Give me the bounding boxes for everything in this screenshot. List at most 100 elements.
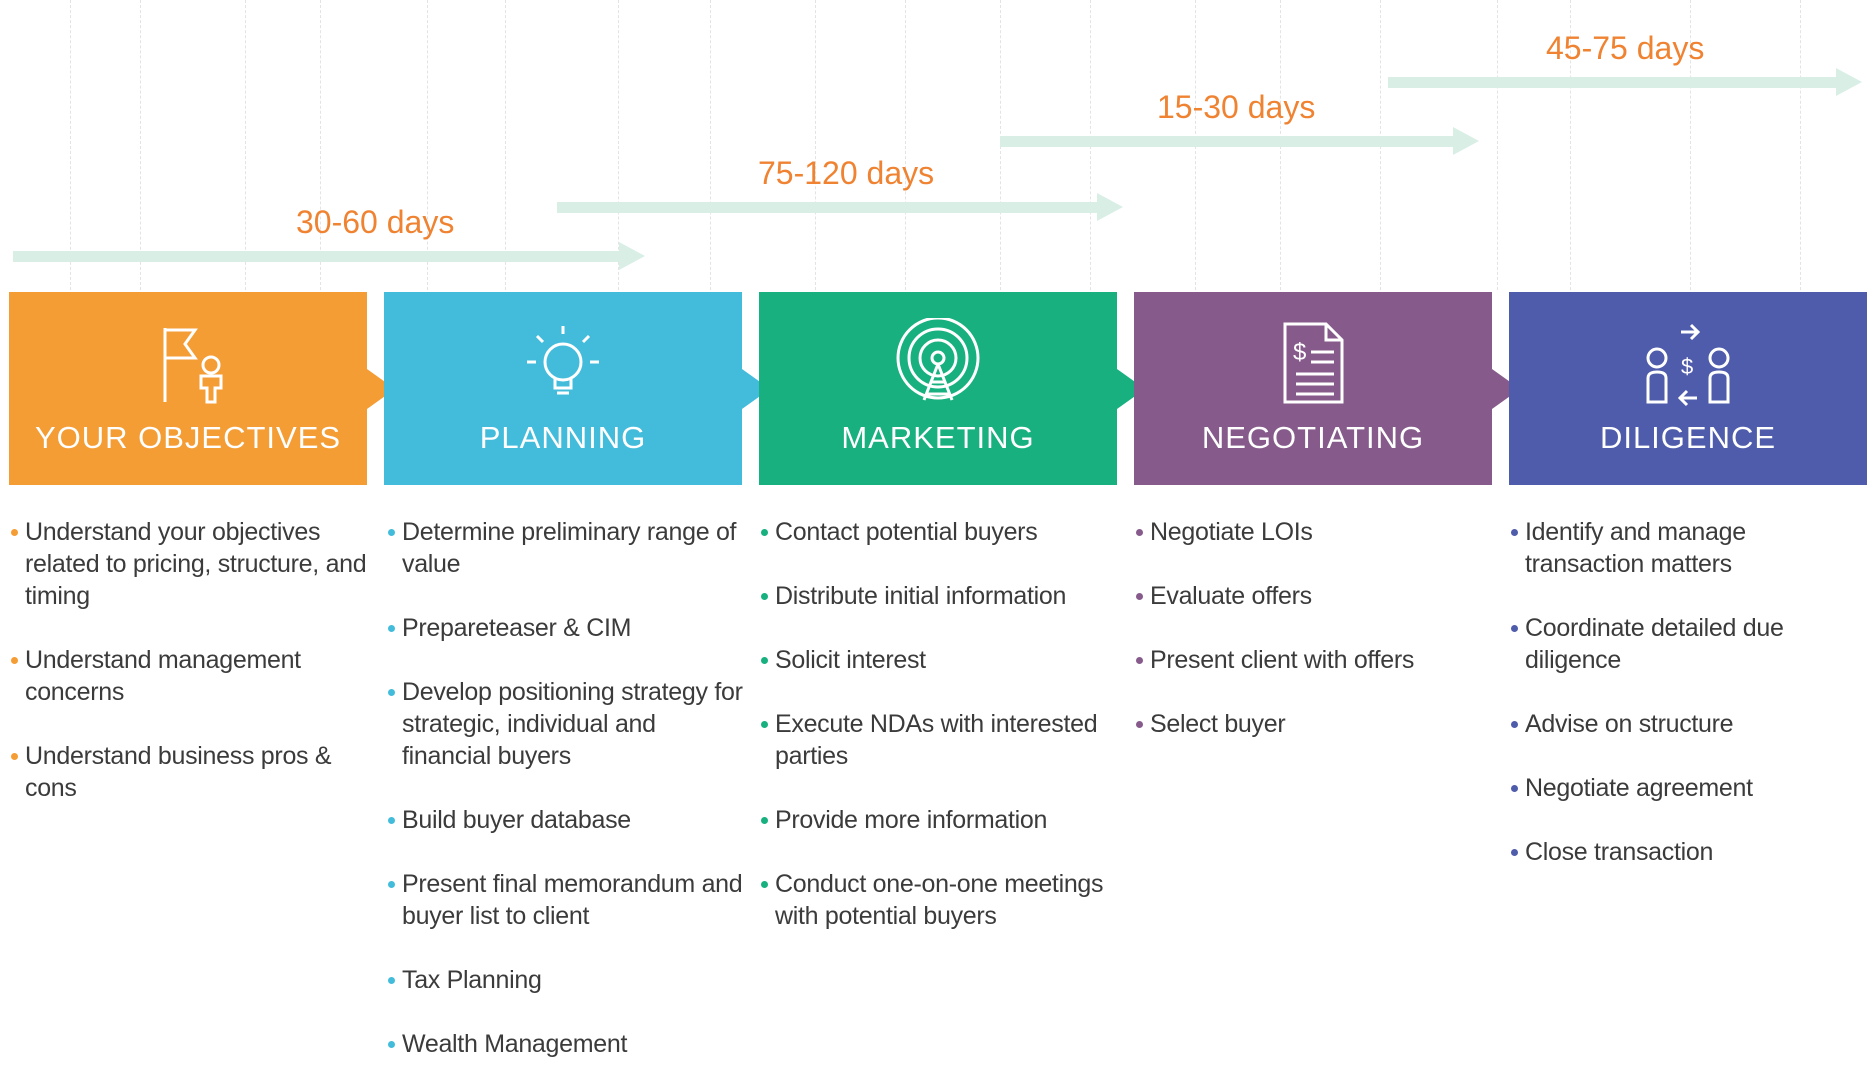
list-item-text: Develop positioning strategy for strateg… bbox=[402, 678, 743, 770]
bullet-dot bbox=[388, 977, 395, 984]
list-item-text: Solicit interest bbox=[775, 646, 926, 674]
list-item-text: Understand business pros & cons bbox=[25, 742, 332, 802]
gridline bbox=[1690, 0, 1691, 290]
list-item: Identify and manage transaction matters bbox=[1509, 516, 1869, 580]
list-item: Understand business pros & cons bbox=[9, 740, 369, 804]
duration-label: 45-75 days bbox=[1546, 30, 1705, 66]
list-item: Present final memorandum and buyer list … bbox=[386, 868, 746, 932]
bullet-dot bbox=[1511, 625, 1518, 632]
bullet-dot bbox=[761, 593, 768, 600]
bullet-dot bbox=[11, 529, 18, 536]
bullet-dot bbox=[388, 625, 395, 632]
list-item: Tax Planning bbox=[386, 964, 746, 996]
bullet-dot bbox=[1136, 657, 1143, 664]
objectives-list: Understand your objectives related to pr… bbox=[9, 516, 369, 836]
list-item-text: Present client with offers bbox=[1150, 646, 1415, 674]
gridline bbox=[245, 0, 246, 290]
bullet-dot bbox=[1511, 849, 1518, 856]
timeline: 30-60 days 75-120 days 15-30 days 45-75 … bbox=[0, 0, 1870, 290]
bullet-dot bbox=[388, 529, 395, 536]
gridline bbox=[1800, 0, 1801, 290]
phase-title: NEGOTIATING bbox=[1201, 420, 1425, 455]
svg-text:$: $ bbox=[1293, 339, 1306, 366]
list-item: Determine preliminary range of value bbox=[386, 516, 746, 580]
bullet-dot bbox=[1136, 593, 1143, 600]
list-item: Provide more information bbox=[759, 804, 1119, 836]
bullet-dot bbox=[388, 1041, 395, 1048]
gridline bbox=[905, 0, 906, 290]
duration-label: 75-120 days bbox=[758, 155, 935, 191]
list-item-text: Execute NDAs with interested parties bbox=[775, 710, 1098, 770]
list-item: Understand management concerns bbox=[9, 644, 369, 708]
bullet-dot bbox=[1511, 529, 1518, 536]
list-item: Understand your objectives related to pr… bbox=[9, 516, 369, 612]
list-item-text: Wealth Management bbox=[402, 1030, 628, 1058]
bullet-dot bbox=[388, 689, 395, 696]
list-item-text: Provide more information bbox=[775, 806, 1048, 834]
gridline bbox=[427, 0, 428, 290]
list-item-text: Understand management concerns bbox=[25, 646, 301, 706]
bullet-dot bbox=[761, 657, 768, 664]
bullet-dot bbox=[1511, 721, 1518, 728]
gridline bbox=[505, 0, 506, 290]
list-item-text: Evaluate offers bbox=[1150, 582, 1312, 610]
list-item: Prepareteaser & CIM bbox=[386, 612, 746, 644]
list-item: Evaluate offers bbox=[1134, 580, 1494, 612]
bullet-dot bbox=[761, 817, 768, 824]
list-item-text: Present final memorandum and buyer list … bbox=[402, 870, 743, 930]
phase-title: DILIGENCE bbox=[1599, 420, 1777, 455]
lightbulb-icon bbox=[518, 318, 608, 408]
gridline bbox=[320, 0, 321, 290]
list-item: Negotiate agreement bbox=[1509, 772, 1869, 804]
list-item-text: Negotiate LOIs bbox=[1150, 518, 1313, 546]
list-item: Execute NDAs with interested parties bbox=[759, 708, 1119, 772]
list-item-text: Understand your objectives related to pr… bbox=[25, 518, 367, 610]
bullet-dot bbox=[11, 753, 18, 760]
bullet-dot bbox=[388, 817, 395, 824]
dollar-document-icon: $ bbox=[1268, 318, 1358, 408]
bullet-dot bbox=[761, 881, 768, 888]
list-item: Conduct one-on-one meetings with potenti… bbox=[759, 868, 1119, 932]
bullet-dot bbox=[761, 529, 768, 536]
list-item: Solicit interest bbox=[759, 644, 1119, 676]
bullet-dot bbox=[1136, 529, 1143, 536]
phase-diligence: $ DILIGENCE bbox=[1509, 292, 1867, 485]
list-item-text: Tax Planning bbox=[402, 966, 542, 994]
phase-title: YOUR OBJECTIVES bbox=[34, 420, 342, 455]
list-item: Present client with offers bbox=[1134, 644, 1494, 676]
bullet-dot bbox=[761, 721, 768, 728]
phase-your-objectives: YOUR OBJECTIVES bbox=[9, 292, 407, 485]
list-item: Negotiate LOIs bbox=[1134, 516, 1494, 548]
list-item: Contact potential buyers bbox=[759, 516, 1119, 548]
list-item: Close transaction bbox=[1509, 836, 1869, 868]
list-item-text: Coordinate detailed due diligence bbox=[1525, 614, 1784, 674]
phase-marketing: MARKETING bbox=[759, 292, 1157, 485]
list-item-text: Select buyer bbox=[1150, 710, 1286, 738]
list-item: Coordinate detailed due diligence bbox=[1509, 612, 1869, 676]
phase-title: PLANNING bbox=[479, 420, 647, 455]
gridline bbox=[1497, 0, 1498, 290]
list-item: Advise on structure bbox=[1509, 708, 1869, 740]
gridline bbox=[815, 0, 816, 290]
exchange-people-icon: $ bbox=[1643, 318, 1733, 408]
list-item-text: Contact potential buyers bbox=[775, 518, 1038, 546]
list-item-text: Build buyer database bbox=[402, 806, 631, 834]
phase-planning: PLANNING bbox=[384, 292, 782, 485]
gridline bbox=[1570, 0, 1571, 290]
list-item-text: Prepareteaser & CIM bbox=[402, 614, 632, 642]
bullet-dot bbox=[1136, 721, 1143, 728]
gridline bbox=[70, 0, 71, 290]
phase-negotiating: $ NEGOTIATING bbox=[1134, 292, 1532, 485]
bullet-dot bbox=[1511, 785, 1518, 792]
phase-title: MARKETING bbox=[841, 420, 1035, 455]
gridline bbox=[710, 0, 711, 290]
list-item: Develop positioning strategy for strateg… bbox=[386, 676, 746, 772]
flag-person-icon bbox=[143, 318, 233, 408]
bullet-dot bbox=[388, 881, 395, 888]
list-item-text: Identify and manage transaction matters bbox=[1525, 518, 1746, 578]
bullet-dot bbox=[11, 657, 18, 664]
